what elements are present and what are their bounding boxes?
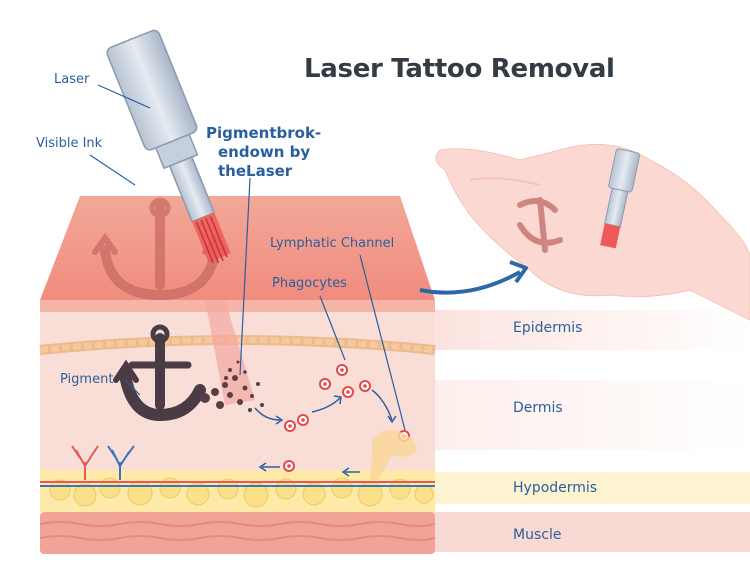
hypodermis-band (430, 472, 750, 504)
dermis-band (430, 380, 750, 450)
label-pigment-breakdown-line2: endown by (218, 143, 311, 161)
lymphatic-vessel (370, 429, 417, 480)
flow-arrows (254, 389, 397, 477)
label-pigment-breakdown-line1: Pigmentbrok- (206, 124, 322, 142)
layer-label-muscle: Muscle (513, 527, 562, 543)
label-pigment: Pigment (60, 372, 114, 387)
epidermis-cells (39, 335, 436, 355)
label-pigment-breakdown-line3: theLaser (218, 162, 293, 180)
label-visible-ink: Visible Ink (36, 136, 103, 151)
diagram-title: Laser Tattoo Removal (304, 54, 615, 84)
label-lymphatic-channel: Lymphatic Channel (270, 236, 395, 251)
hand-laser-device (600, 148, 640, 249)
layer-label-epidermis: Epidermis (513, 320, 583, 336)
skin-surface (40, 196, 435, 300)
muscle-layer (40, 512, 435, 554)
epidermis-band (430, 310, 750, 350)
pigment-anchor (113, 324, 206, 422)
curved-arrow (419, 260, 528, 295)
laser-device (106, 29, 231, 264)
hand-illustration (435, 143, 750, 321)
hand-mini-anchor (517, 197, 563, 253)
capillaries (71, 445, 135, 480)
label-phagocytes: Phagocytes (272, 276, 347, 291)
muscle-band (430, 512, 750, 552)
skin-block (39, 196, 436, 554)
pigment-particles (200, 360, 264, 412)
laser-beam-skin (205, 300, 255, 405)
epidermis-layer (40, 300, 435, 312)
label-laser: Laser (54, 72, 90, 87)
layer-bands (430, 310, 750, 552)
layer-label-hypodermis: Hypodermis (513, 480, 598, 496)
blood-vessels (40, 481, 435, 487)
layer-label-dermis: Dermis (513, 400, 563, 416)
leader-lines (89, 84, 406, 431)
